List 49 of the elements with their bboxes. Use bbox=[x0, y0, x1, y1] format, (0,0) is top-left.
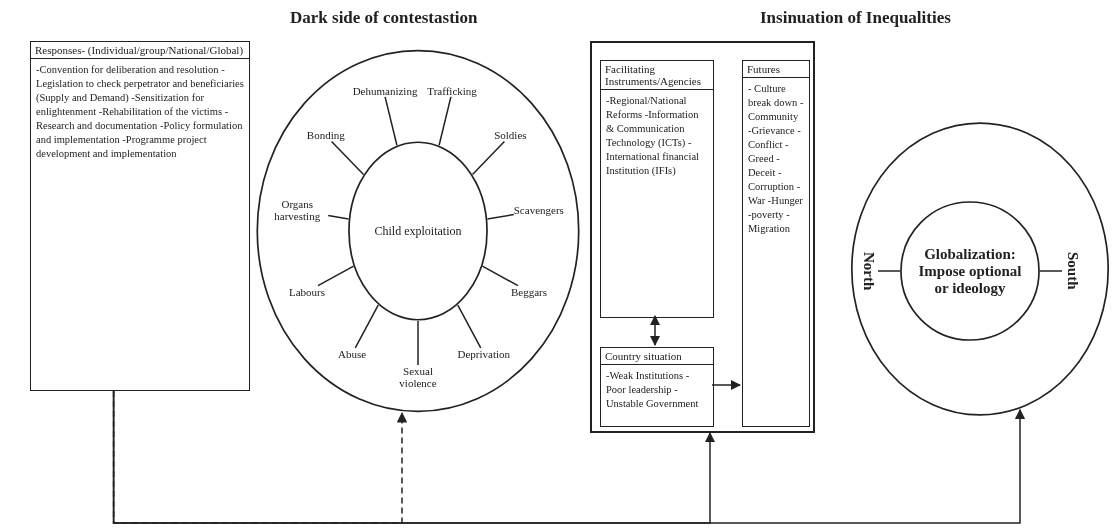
spoke-label: Bonding bbox=[306, 129, 345, 142]
connector-line bbox=[471, 140, 506, 176]
connector-line bbox=[330, 140, 365, 176]
box-heading: Facilitating Instruments/Agencies bbox=[601, 61, 713, 90]
connector-line bbox=[327, 214, 350, 220]
box-text: -Regional/National Reforms -Information & Communication Technology (ICTs) -International financial Institution (IFIs) bbox=[605, 94, 700, 178]
connector-line bbox=[354, 304, 379, 349]
spoke-label: Organs harvesting bbox=[266, 198, 329, 223]
outer-circle bbox=[255, 48, 581, 414]
spoke-label: Beggars bbox=[510, 285, 547, 298]
box-heading: Country situation bbox=[601, 348, 713, 365]
box-text: -Convention for deliberation and resolution -Legislation to check perpetrator and beneficiaries (Supply and Demand) -Sensitization for enlightenment -Rehabilitation of the victims -Research and documentation -Policy formulation and implementation -Programme project development and implementation bbox=[35, 63, 245, 161]
connector-line bbox=[877, 270, 901, 272]
spoke-label: Deprivation bbox=[457, 347, 510, 360]
circle-text: Child exploitation bbox=[374, 222, 462, 240]
box-heading: Futures bbox=[743, 61, 809, 78]
spoke-label: Trafficking bbox=[427, 84, 477, 97]
spoke-label: Labours bbox=[289, 285, 326, 298]
list-box bbox=[742, 60, 810, 427]
direction-label: North bbox=[858, 241, 878, 301]
spoke-label: Sexual violence bbox=[387, 365, 449, 389]
inner-circle bbox=[900, 201, 1040, 341]
arrow bbox=[711, 379, 742, 391]
section-heading: Insinuation of Inequalities bbox=[760, 8, 951, 28]
connector-line bbox=[457, 304, 482, 349]
spoke-label: Abuse bbox=[338, 347, 367, 360]
arrow bbox=[649, 314, 661, 347]
list-box bbox=[30, 41, 250, 391]
spoke-label: Scavengers bbox=[513, 204, 564, 217]
connector-line bbox=[486, 213, 515, 220]
list-box bbox=[600, 60, 714, 318]
box-text: -Weak Institutions -Poor leadership -Unstable Government bbox=[605, 369, 700, 411]
connector-line bbox=[384, 96, 398, 146]
connector-line bbox=[417, 320, 419, 366]
inner-circle bbox=[348, 141, 488, 321]
connector-line bbox=[481, 265, 519, 287]
spoke-label: Soldies bbox=[494, 129, 527, 142]
arrow bbox=[112, 390, 408, 524]
outer-circle bbox=[850, 121, 1110, 417]
connector-line bbox=[1039, 270, 1063, 272]
list-box bbox=[600, 347, 714, 427]
connector-line bbox=[438, 96, 452, 146]
box-heading: Responses- (Individual/group/National/Global) bbox=[31, 42, 249, 59]
circle-text: Globalization: Impose optional or ideology bbox=[917, 245, 1023, 297]
direction-label: South bbox=[1062, 241, 1082, 301]
box-text: - Culture break down -Community -Grievance -Conflict -Greed -Deceit -Corruption -War -Hunger -poverty -Migration bbox=[747, 82, 805, 236]
section-heading: Dark side of contestastion bbox=[290, 8, 478, 28]
group-frame bbox=[590, 41, 815, 433]
connector-line bbox=[317, 265, 355, 287]
